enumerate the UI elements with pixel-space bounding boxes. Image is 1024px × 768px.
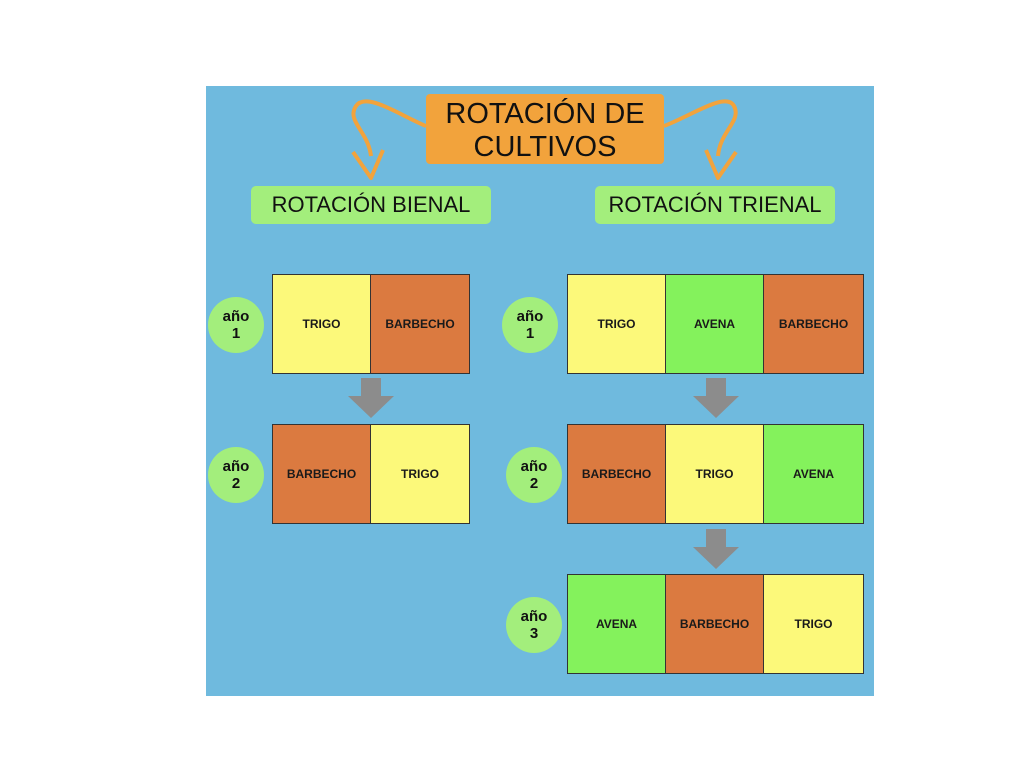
crop-cell-barbecho: BARBECHO: [273, 425, 371, 523]
trienal-year-1-badge: año 1: [502, 297, 558, 353]
trienal-year-3-row: AVENA BARBECHO TRIGO: [567, 574, 864, 674]
main-title: ROTACIÓN DE CULTIVOS: [426, 94, 664, 164]
year-number: 2: [529, 475, 539, 492]
trienal-year-2-badge: año 2: [506, 447, 562, 503]
year-label: año: [222, 308, 250, 325]
year-label: año: [520, 458, 548, 475]
down-arrow-bienal-1: [348, 378, 394, 418]
trienal-year-2-row: BARBECHO TRIGO AVENA: [567, 424, 864, 524]
down-arrow-trienal-1: [693, 378, 739, 418]
crop-cell-barbecho: BARBECHO: [666, 575, 764, 673]
crop-cell-trigo: TRIGO: [273, 275, 371, 373]
trienal-year-1-row: TRIGO AVENA BARBECHO: [567, 274, 864, 374]
year-number: 1: [231, 325, 241, 342]
crop-cell-barbecho: BARBECHO: [764, 275, 863, 373]
trienal-title: ROTACIÓN TRIENAL: [595, 186, 835, 224]
main-title-line2: CULTIVOS: [473, 131, 617, 163]
bienal-year-2-row: BARBECHO TRIGO: [272, 424, 470, 524]
crop-cell-barbecho: BARBECHO: [371, 275, 469, 373]
year-number: 2: [231, 475, 241, 492]
bienal-year-1-row: TRIGO BARBECHO: [272, 274, 470, 374]
year-label: año: [222, 458, 250, 475]
curved-arrow-left: [351, 99, 427, 157]
crop-cell-avena: AVENA: [764, 425, 863, 523]
curved-arrow-right: [663, 99, 738, 157]
year-label: año: [516, 308, 544, 325]
crop-cell-barbecho: BARBECHO: [568, 425, 666, 523]
trienal-year-3-badge: año 3: [506, 597, 562, 653]
curved-arrow-left-head: [351, 149, 385, 180]
crop-cell-trigo: TRIGO: [371, 425, 469, 523]
bienal-title: ROTACIÓN BIENAL: [251, 186, 491, 224]
main-title-line1: ROTACIÓN DE: [445, 98, 645, 130]
bienal-year-2-badge: año 2: [208, 447, 264, 503]
crop-cell-trigo: TRIGO: [666, 425, 764, 523]
year-number: 3: [529, 625, 539, 642]
down-arrow-trienal-2: [693, 529, 739, 569]
connector-arrows: [351, 99, 738, 180]
crop-cell-trigo: TRIGO: [568, 275, 666, 373]
bienal-year-1-badge: año 1: [208, 297, 264, 353]
crop-cell-avena: AVENA: [568, 575, 666, 673]
year-number: 1: [525, 325, 535, 342]
year-label: año: [520, 608, 548, 625]
crop-cell-trigo: TRIGO: [764, 575, 863, 673]
crop-rotation-diagram: ROTACIÓN DE CULTIVOS ROTACIÓN BIENAL ROT…: [206, 86, 874, 696]
curved-arrow-right-head: [704, 149, 738, 180]
crop-cell-avena: AVENA: [666, 275, 764, 373]
